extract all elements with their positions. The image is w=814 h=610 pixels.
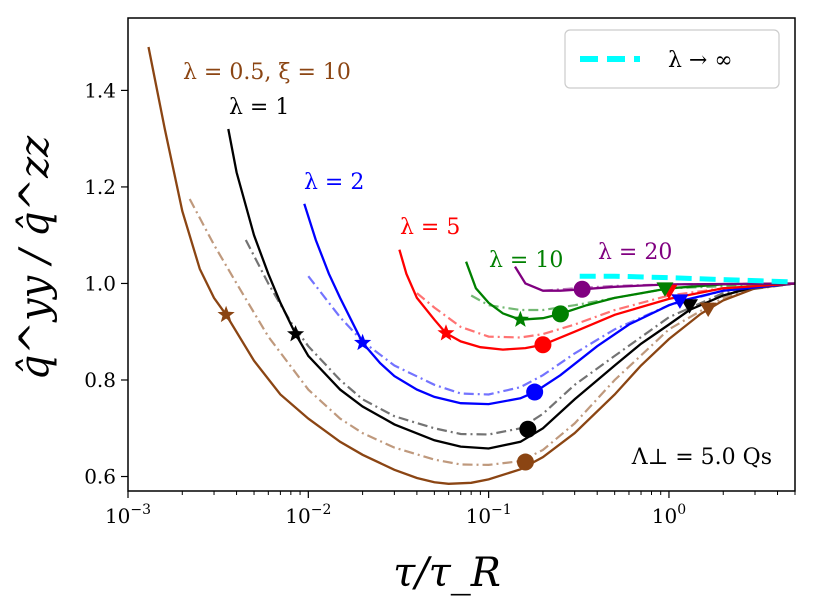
series-2-triangle-marker (671, 294, 689, 309)
infinity-curve (579, 273, 795, 285)
x-tick-label: 10−1 (466, 502, 512, 528)
series-4-solid-line (465, 261, 795, 321)
series-1-star-marker (287, 325, 305, 342)
x-tick-exponent: −1 (491, 502, 512, 518)
y-tick-label: 0.8 (84, 368, 116, 392)
y-tick-label: 1.4 (84, 78, 116, 102)
series-3-solid-line (398, 249, 795, 351)
series-0-label: λ = 0.5, ξ = 10 (183, 60, 351, 85)
series-3-circle-marker (534, 336, 552, 354)
y-axis-label: q̂^yy / q̂^zz (12, 135, 58, 380)
series-0-star-marker (217, 305, 235, 323)
series-1-label: λ = 1 (229, 95, 289, 120)
y-tick-label: 1.2 (84, 175, 116, 199)
series-2-circle-marker (526, 383, 544, 401)
x-tick-exponent: 0 (677, 502, 686, 518)
legend: λ → ∞ (564, 29, 780, 89)
series-2-star-marker (354, 333, 372, 351)
series-0-triangle-marker (699, 302, 717, 318)
x-tick-label: 10−2 (285, 502, 331, 528)
series-4-star-marker (511, 310, 529, 327)
axes-frame (127, 17, 796, 492)
series-1-circle-marker (519, 420, 537, 438)
series-3-dashdot-line (416, 282, 795, 339)
series-1-triangle-marker (681, 299, 699, 314)
series-5-label: λ = 20 (598, 240, 672, 265)
series-0-dashdot-line (188, 198, 795, 467)
series-5-circle-marker (573, 280, 591, 298)
x-tick-label: 10−3 (105, 502, 151, 528)
plot-content (147, 46, 795, 485)
x-tick-label: 100 (652, 502, 686, 528)
x-tick-exponent: −3 (130, 502, 151, 518)
series-4-label: λ = 10 (489, 248, 563, 273)
plot-area (147, 46, 795, 485)
series-1-dashdot-line (244, 239, 795, 436)
x-tick-exponent: −2 (311, 502, 332, 518)
x-axis-label: τ/τ_R (393, 550, 501, 596)
series-4-circle-marker (551, 305, 569, 323)
series-4-triangle-marker (656, 282, 674, 297)
series-0-solid-line (147, 46, 795, 485)
series-2-dashdot-line (307, 275, 795, 396)
legend-label: λ → ∞ (668, 48, 733, 73)
lambda-perp-annotation: Λ⊥ = 5.0 Qs (631, 445, 772, 470)
series-labels: λ = 0.5, ξ = 10 λ = 1 λ = 2 λ = 5 λ = 10 λ = … (183, 60, 672, 273)
series-3-star-marker (437, 324, 455, 341)
series-3-label: λ = 5 (400, 215, 460, 240)
y-tick-label: 1.0 (84, 271, 116, 295)
legend-box (564, 29, 780, 89)
series-2-solid-line (303, 203, 795, 406)
series-0-circle-marker (516, 453, 534, 471)
series-2-label: λ = 2 (304, 170, 364, 195)
series-1-solid-line (227, 128, 795, 450)
y-tick-label: 0.6 (84, 465, 116, 489)
